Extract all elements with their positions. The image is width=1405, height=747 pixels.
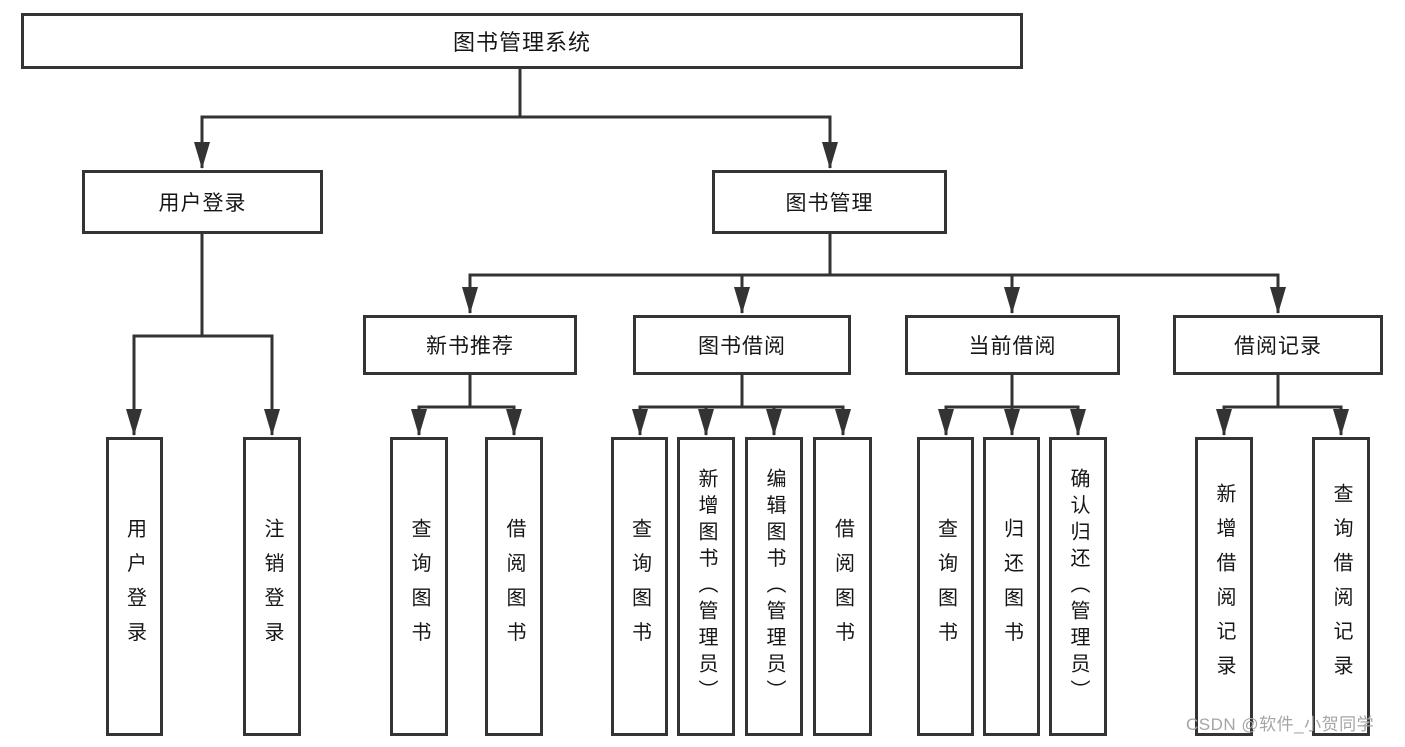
leaf-confirm-return-admin-label: 确认归还（管理员） bbox=[1067, 467, 1089, 706]
node-user-login: 用户登录 bbox=[82, 170, 323, 234]
leaf-query-books-3: 查询图书 bbox=[917, 437, 974, 736]
leaf-logout-label: 注销登录 bbox=[261, 517, 283, 656]
leaf-query-borrow-record: 查询借阅记录 bbox=[1312, 437, 1370, 736]
leaf-borrow-books-2-label: 借阅图书 bbox=[831, 517, 854, 656]
leaf-query-books-2-label: 查询图书 bbox=[628, 517, 651, 656]
leaf-query-books-2: 查询图书 bbox=[611, 437, 668, 736]
leaf-borrow-books-2: 借阅图书 bbox=[813, 437, 872, 736]
leaf-user-login-label: 用户登录 bbox=[123, 517, 146, 656]
node-book-management: 图书管理 bbox=[712, 170, 947, 234]
watermark-text: CSDN @软件_小贺同学 bbox=[1186, 715, 1375, 734]
leaf-return-books-label: 归还图书 bbox=[1000, 517, 1023, 656]
leaf-add-books-admin-label: 新增图书（管理员） bbox=[695, 467, 717, 706]
node-borrowing-records: 借阅记录 bbox=[1173, 315, 1383, 375]
node-new-book-recommend: 新书推荐 bbox=[363, 315, 577, 375]
leaf-query-books-1-label: 查询图书 bbox=[408, 517, 430, 656]
node-current-borrowing: 当前借阅 bbox=[905, 315, 1120, 375]
leaf-return-books: 归还图书 bbox=[983, 437, 1040, 736]
leaf-borrow-books-1: 借阅图书 bbox=[485, 437, 543, 736]
leaf-add-books-admin: 新增图书（管理员） bbox=[677, 437, 735, 736]
leaf-query-books-1: 查询图书 bbox=[390, 437, 448, 736]
leaf-confirm-return-admin: 确认归还（管理员） bbox=[1049, 437, 1107, 736]
leaf-edit-books-admin: 编辑图书（管理员） bbox=[745, 437, 803, 736]
node-book-borrowing: 图书借阅 bbox=[633, 315, 851, 375]
leaf-add-borrow-record-label: 新增借阅记录 bbox=[1213, 483, 1235, 690]
leaf-user-login: 用户登录 bbox=[106, 437, 163, 736]
node-root-library-system: 图书管理系统 bbox=[21, 13, 1023, 69]
leaf-query-borrow-record-label: 查询借阅记录 bbox=[1330, 483, 1352, 690]
leaf-edit-books-admin-label: 编辑图书（管理员） bbox=[763, 467, 785, 706]
leaf-logout: 注销登录 bbox=[243, 437, 301, 736]
leaf-add-borrow-record: 新增借阅记录 bbox=[1195, 437, 1253, 736]
leaf-query-books-3-label: 查询图书 bbox=[934, 517, 957, 656]
leaf-borrow-books-1-label: 借阅图书 bbox=[503, 517, 525, 656]
